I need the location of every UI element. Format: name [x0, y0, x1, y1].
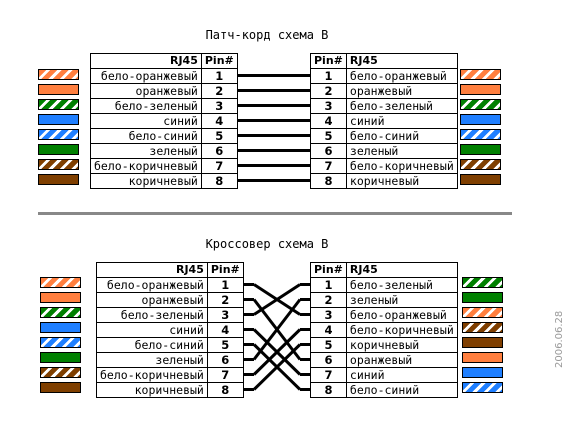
orange-wire-swatch: [38, 84, 79, 95]
section-divider: [38, 212, 512, 215]
white-green-wire-swatch: [460, 99, 501, 110]
brown-wire-swatch: [40, 382, 81, 393]
wire-name: бело-синий: [345, 128, 458, 144]
white-blue-wire-swatch: [40, 337, 81, 348]
orange-wire-swatch: [460, 84, 501, 95]
green-wire-swatch: [38, 144, 79, 155]
crossover-wire-line: [252, 328, 302, 376]
header-pin: Pin#: [310, 262, 347, 278]
white-blue-wire-swatch: [462, 382, 503, 393]
green-wire-swatch: [40, 352, 81, 363]
wire-name: коричневый: [90, 173, 202, 189]
brown-wire-swatch: [38, 174, 79, 185]
white-brown-wire-swatch: [460, 159, 501, 170]
white-green-wire-swatch: [38, 99, 79, 110]
green-wire-swatch: [460, 144, 501, 155]
wire-name: бело-зеленый: [345, 277, 458, 293]
wire-name: коричневый: [345, 173, 458, 189]
orange-wire-swatch: [462, 352, 503, 363]
pin-number: 3: [200, 98, 238, 114]
white-green-wire-swatch: [462, 277, 503, 288]
blue-wire-swatch: [462, 367, 503, 378]
header-pin: Pin#: [206, 262, 244, 278]
white-green-wire-swatch: [40, 307, 81, 318]
white-blue-wire-swatch: [38, 129, 79, 140]
white-brown-wire-swatch: [40, 367, 81, 378]
wire-name: бело-синий: [90, 128, 202, 144]
wire-name: бело-оранжевый: [345, 307, 458, 323]
wire-name: бело-синий: [345, 382, 458, 398]
header-pin: Pin#: [310, 53, 347, 69]
white-brown-wire-swatch: [462, 322, 503, 333]
wire-name: бело-коричневый: [90, 158, 202, 174]
patch-cord-title: Патч-корд схема В: [205, 28, 329, 42]
crossover-wire-line: [253, 283, 301, 316]
white-orange-wire-swatch: [460, 69, 501, 80]
blue-wire-swatch: [460, 114, 501, 125]
white-orange-wire-swatch: [38, 69, 79, 80]
white-brown-wire-swatch: [38, 159, 79, 170]
pin-number: 8: [200, 173, 238, 189]
wire-name: зеленый: [96, 352, 208, 368]
wire-name: бело-оранжевый: [345, 68, 458, 84]
brown-wire-swatch: [460, 174, 501, 185]
crossover-wire-line: [252, 298, 302, 361]
blue-wire-swatch: [40, 322, 81, 333]
wire-name: коричневый: [96, 382, 208, 398]
header-pin: Pin#: [200, 53, 238, 69]
wire-name: зеленый: [345, 143, 458, 159]
green-wire-swatch: [462, 292, 503, 303]
orange-wire-swatch: [40, 292, 81, 303]
crossover-wire-line: [252, 343, 302, 391]
white-orange-wire-swatch: [40, 277, 81, 288]
white-orange-wire-swatch: [462, 307, 503, 318]
brown-wire-swatch: [462, 337, 503, 348]
wire-name: коричневый: [345, 337, 458, 353]
wire-name: бело-коричневый: [345, 158, 458, 174]
pin-number: 8: [310, 382, 347, 398]
crossover-title: Кроссовер схема В: [205, 237, 329, 251]
blue-wire-swatch: [38, 114, 79, 125]
white-blue-wire-swatch: [460, 129, 501, 140]
wire-name: синий: [345, 113, 458, 129]
pin-number: 8: [206, 382, 244, 398]
wire-name: бело-оранжевый: [96, 277, 208, 293]
